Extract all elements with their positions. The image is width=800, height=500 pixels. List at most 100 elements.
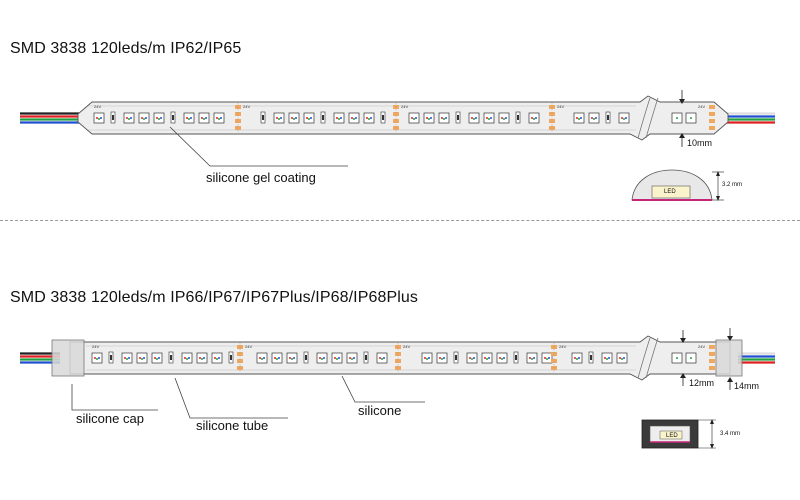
led-die <box>96 117 98 119</box>
led-die <box>533 118 535 120</box>
led-die <box>126 358 128 360</box>
voltage-marking: 24V <box>92 344 99 349</box>
led-die <box>531 117 533 119</box>
led-die <box>488 357 490 359</box>
silicone-label: silicone <box>358 403 402 418</box>
led-die <box>544 357 546 359</box>
led-die <box>625 117 627 119</box>
tube-leader-line <box>174 377 288 419</box>
led-die <box>295 117 297 119</box>
led-die <box>578 118 580 120</box>
led-die <box>293 118 295 120</box>
voltage-marking: 24V <box>403 344 410 349</box>
led-die <box>473 357 475 359</box>
led-die <box>199 357 201 359</box>
led-die <box>623 118 625 120</box>
led-die <box>278 118 280 120</box>
voltage-marking: 24V <box>401 104 408 109</box>
led-die <box>413 118 415 120</box>
led-die <box>591 117 593 119</box>
resistor-mark <box>607 115 609 120</box>
led-die <box>595 117 597 119</box>
led-die <box>276 358 278 360</box>
led-die <box>486 358 488 360</box>
led-die <box>139 357 141 359</box>
cross-section-dome <box>631 169 724 201</box>
resistor-mark <box>457 115 459 120</box>
led-die <box>98 118 100 120</box>
led-die <box>578 357 580 359</box>
copper-pad <box>709 345 715 349</box>
led-die <box>124 357 126 359</box>
led-die <box>184 357 186 359</box>
led-die <box>546 358 548 360</box>
led-die <box>355 117 357 119</box>
led-die <box>145 117 147 119</box>
led-die <box>621 358 623 360</box>
led-die <box>690 117 692 119</box>
break-line <box>637 97 651 139</box>
width-12mm-label: 12mm <box>689 378 715 388</box>
resistor-mark <box>230 355 232 360</box>
led-die <box>533 357 535 359</box>
copper-pad <box>549 112 555 116</box>
led-die <box>381 358 383 360</box>
width-dimension-2 <box>680 328 733 390</box>
led-die <box>130 117 132 119</box>
section-divider <box>0 220 800 221</box>
led-die <box>203 357 205 359</box>
led-die <box>128 118 130 120</box>
led-die <box>439 357 441 359</box>
led-die <box>141 117 143 119</box>
width-dimension-1 <box>679 90 685 147</box>
voltage-marking: 24V <box>243 104 250 109</box>
resistor-mark <box>172 115 174 120</box>
led-die <box>338 357 340 359</box>
led-die <box>201 117 203 119</box>
section2-title: SMD 3838 120leds/m IP66/IP67/IP67Plus/IP… <box>10 289 419 306</box>
led-die <box>218 118 220 120</box>
copper-pad <box>709 119 715 123</box>
led-die <box>379 357 381 359</box>
resistor-mark <box>110 355 112 360</box>
voltage-marking: 24V <box>245 344 252 349</box>
led-die <box>445 117 447 119</box>
led-die <box>490 117 492 119</box>
led-die <box>471 358 473 360</box>
voltage-marking: 24V <box>94 104 101 109</box>
led-die <box>280 117 282 119</box>
led-die <box>308 118 310 120</box>
led-die <box>353 118 355 120</box>
led-die <box>143 357 145 359</box>
coating-leader-line <box>169 126 348 167</box>
led-die <box>190 117 192 119</box>
break-line <box>645 337 659 379</box>
resistor-mark <box>455 355 457 360</box>
led-die <box>261 358 263 360</box>
led-die <box>186 358 188 360</box>
voltage-marking: 24V <box>559 344 566 349</box>
resistor-mark <box>305 355 307 360</box>
led-die <box>505 117 507 119</box>
led-die <box>278 357 280 359</box>
break-line <box>645 97 659 139</box>
silicone-tube-label: silicone tube <box>196 418 269 433</box>
led-label-2: LED <box>666 433 678 439</box>
copper-pad <box>395 352 401 356</box>
led-die <box>201 358 203 360</box>
led-die <box>158 357 160 359</box>
led-die <box>441 358 443 360</box>
led-die <box>338 118 340 120</box>
led-die <box>531 358 533 360</box>
height-3-4mm-label: 3.4 mm <box>720 431 741 437</box>
copper-pad <box>235 112 241 116</box>
led-die <box>214 357 216 359</box>
resistor-mark <box>112 115 114 120</box>
led-die <box>621 117 623 119</box>
led-die <box>186 117 188 119</box>
led-die <box>428 357 430 359</box>
resistor-mark <box>517 115 519 120</box>
led-die <box>291 358 293 360</box>
led-die <box>141 358 143 360</box>
